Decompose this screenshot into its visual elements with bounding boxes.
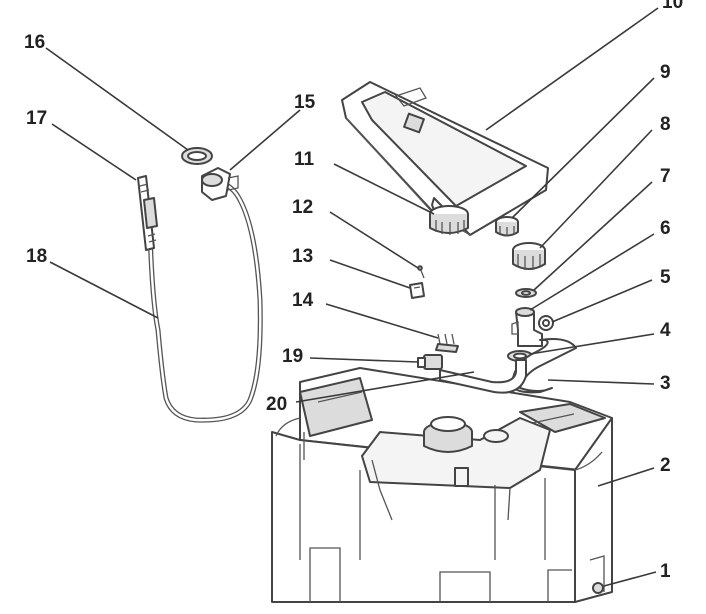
leader-12 <box>329 211 419 269</box>
leader-15 <box>229 109 301 171</box>
callout-18: 18 <box>26 246 47 267</box>
elbow-fitting-6-part <box>511 307 543 347</box>
leader-3 <box>547 379 655 385</box>
leader-5 <box>551 279 653 323</box>
leader-8 <box>539 129 653 249</box>
tank-part <box>271 367 613 603</box>
callout-9: 9 <box>660 62 671 83</box>
washer-7-part <box>515 288 537 298</box>
bracket-13-part <box>409 282 425 299</box>
callout-14: 14 <box>292 290 314 311</box>
callout-3: 3 <box>660 373 671 394</box>
hose-3-part <box>511 338 577 394</box>
leader-20 <box>295 371 475 403</box>
callout-1: 1 <box>660 561 671 582</box>
callout-16: 16 <box>24 32 45 53</box>
drain-hose-18-part <box>147 181 263 423</box>
callout-4: 4 <box>660 320 671 341</box>
callout-6: 6 <box>660 218 671 239</box>
cap-9-part <box>495 216 519 237</box>
screws-14-part <box>435 333 459 353</box>
leader-6 <box>529 233 655 311</box>
nut-8-part <box>512 242 546 270</box>
callout-10: 10 <box>662 0 683 13</box>
outlet-cap-15-part <box>201 167 239 201</box>
leader-13 <box>329 259 411 289</box>
small-screw-12-part <box>417 265 425 279</box>
connector-19-part <box>417 354 443 370</box>
callout-labels: 1 2 3 4 5 6 7 8 9 10 11 12 13 14 15 16 1… <box>24 0 683 582</box>
callout-12: 12 <box>292 197 313 218</box>
leader-4 <box>529 333 655 355</box>
leader-lines <box>45 7 659 587</box>
callout-17: 17 <box>26 108 47 129</box>
callout-11: 11 <box>294 149 315 170</box>
leader-7 <box>533 181 653 291</box>
leader-11 <box>333 163 435 215</box>
leader-1 <box>603 571 657 587</box>
leader-19 <box>309 357 419 363</box>
callout-20: 20 <box>266 394 287 415</box>
leader-14 <box>325 303 439 339</box>
callout-2: 2 <box>660 455 671 476</box>
leader-9 <box>511 77 655 219</box>
leader-18 <box>49 261 159 319</box>
callout-8: 8 <box>660 114 671 135</box>
bent-pipe-20-part <box>439 359 527 394</box>
callout-13: 13 <box>292 246 313 267</box>
valve-17-part <box>137 175 158 251</box>
leader-16 <box>45 47 189 151</box>
leader-10 <box>485 7 659 131</box>
leader-17 <box>51 123 137 181</box>
filler-cap-part <box>429 205 469 235</box>
callout-7: 7 <box>660 166 671 187</box>
callout-15: 15 <box>294 92 316 113</box>
clip-5-part <box>538 315 554 331</box>
callout-5: 5 <box>660 267 671 288</box>
ring-16-part <box>181 147 213 165</box>
callout-19: 19 <box>282 346 303 367</box>
leader-2 <box>597 467 655 487</box>
